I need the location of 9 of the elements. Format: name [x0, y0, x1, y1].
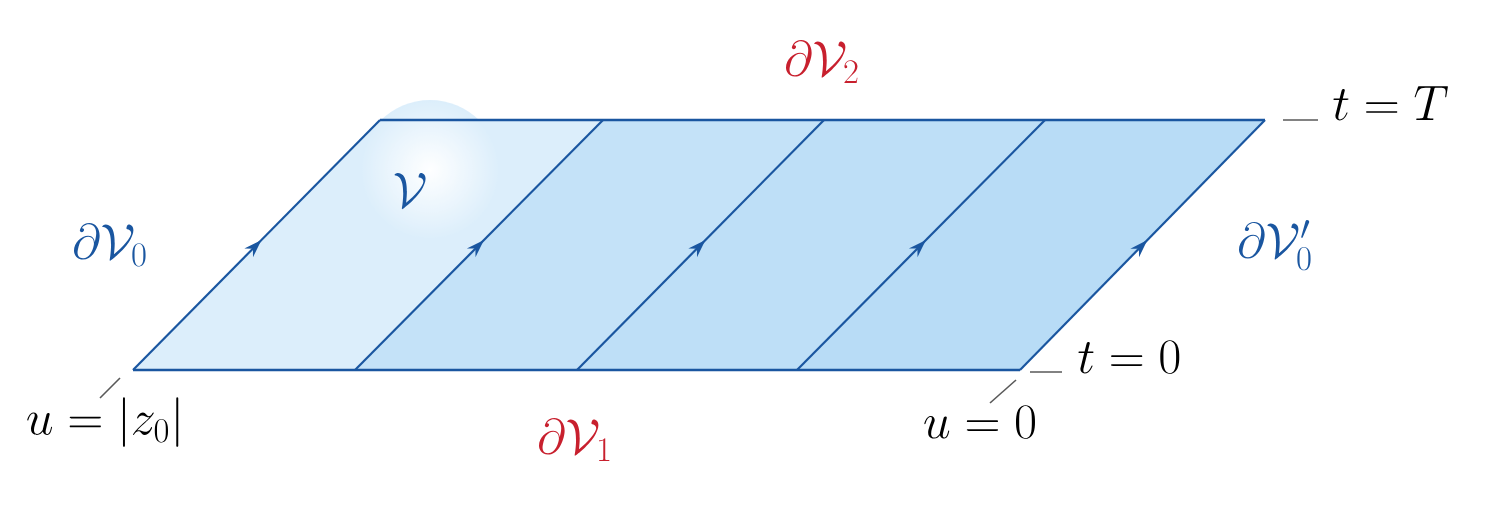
- math-label: $\partial\mathcal{V}_2$: [786, 39, 858, 83]
- math-label: $t = 0$: [1078, 340, 1180, 374]
- math-label: $\partial\mathcal{V}_0$: [74, 222, 146, 267]
- math-label: $t = T$: [1333, 86, 1448, 121]
- math-label: $u = 0$: [924, 405, 1035, 439]
- math-label: $u = |z_0|$: [27, 397, 179, 447]
- region-label: $\mathcal{V}$: [394, 173, 426, 210]
- math-label: $\partial\mathcal{V}_1$: [539, 417, 610, 461]
- math-label: $\partial\mathcal{V}_0'$: [1239, 220, 1311, 271]
